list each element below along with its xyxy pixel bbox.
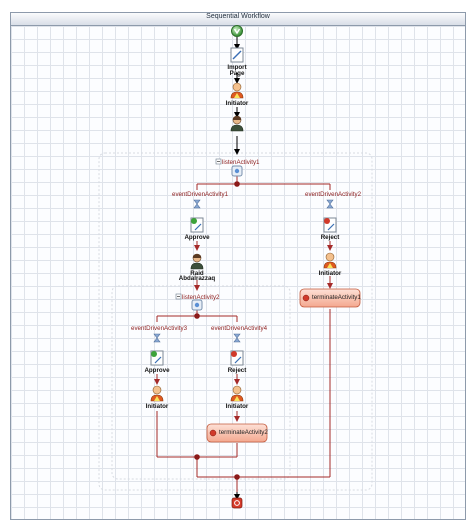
initiator-label: Initiator <box>225 403 249 410</box>
listen1-split-dot <box>234 181 240 187</box>
person-icon[interactable] <box>230 385 244 402</box>
listen-activity2-frame <box>111 285 291 480</box>
terminate-activity2-label: terminateActivity2 <box>219 429 268 436</box>
initiator-label: Initiator <box>225 100 249 107</box>
listen-activity1-frame <box>98 152 373 491</box>
listen1-merge-dot <box>234 474 240 480</box>
event-driven-icon[interactable] <box>326 199 334 209</box>
listen-activity1-label[interactable]: listenActivity1 <box>222 159 260 166</box>
listen-icon[interactable] <box>231 165 243 177</box>
person-icon[interactable] <box>150 385 164 402</box>
approve-icon[interactable] <box>150 350 164 366</box>
terminate-activity1-label: terminateActivity1 <box>312 294 361 301</box>
raid-label-line1: Raid <box>190 270 204 277</box>
listen2-merge-dot <box>194 454 200 460</box>
import-page-label-line1: Import <box>227 64 247 71</box>
listen-activity2-label[interactable]: listenActivity2 <box>182 294 220 301</box>
reject-label: Reject <box>320 234 340 241</box>
listen-icon[interactable] <box>191 299 203 311</box>
event-driven-activity3-label[interactable]: eventDrivenActivity3 <box>131 325 188 332</box>
initiator-label: Initiator <box>318 270 342 277</box>
approve-icon[interactable] <box>190 217 204 233</box>
workflow-title: Sequential Workflow <box>206 13 270 20</box>
reject-icon[interactable] <box>323 217 337 233</box>
event-driven-icon[interactable] <box>153 333 161 343</box>
start-icon[interactable] <box>231 25 243 37</box>
event-driven-activity4-label[interactable]: eventDrivenActivity4 <box>211 325 268 332</box>
approve-label: Approve <box>144 367 170 374</box>
event-driven-activity1-label[interactable]: eventDrivenActivity1 <box>172 191 229 198</box>
approve-label: Approve <box>184 234 210 241</box>
person-icon[interactable] <box>323 252 337 269</box>
terminate-icon <box>302 294 310 302</box>
person-icon[interactable] <box>230 82 244 99</box>
raid-label-line2: Abdalrazzaq <box>178 275 216 282</box>
collapse-toggle-icon[interactable] <box>215 158 222 165</box>
reject-icon[interactable] <box>230 350 244 366</box>
person-dark-icon[interactable] <box>190 253 204 270</box>
event-driven-icon[interactable] <box>233 333 241 343</box>
end-icon[interactable] <box>231 497 243 509</box>
collapse-toggle-icon[interactable] <box>175 293 182 300</box>
terminate-activity2-box[interactable] <box>206 423 268 443</box>
event-driven-activity2-label[interactable]: eventDrivenActivity2 <box>305 191 362 198</box>
reject-label: Reject <box>227 367 247 374</box>
person-dark-icon[interactable] <box>230 115 244 132</box>
initiator-label: Initiator <box>145 403 169 410</box>
terminate-activity1-box[interactable] <box>299 288 361 308</box>
terminate-icon <box>209 429 217 437</box>
import-page-label-line2: Page <box>229 70 245 77</box>
event-driven-icon[interactable] <box>193 199 201 209</box>
listen2-split-dot <box>194 313 200 319</box>
code-activity-icon[interactable] <box>230 47 244 63</box>
